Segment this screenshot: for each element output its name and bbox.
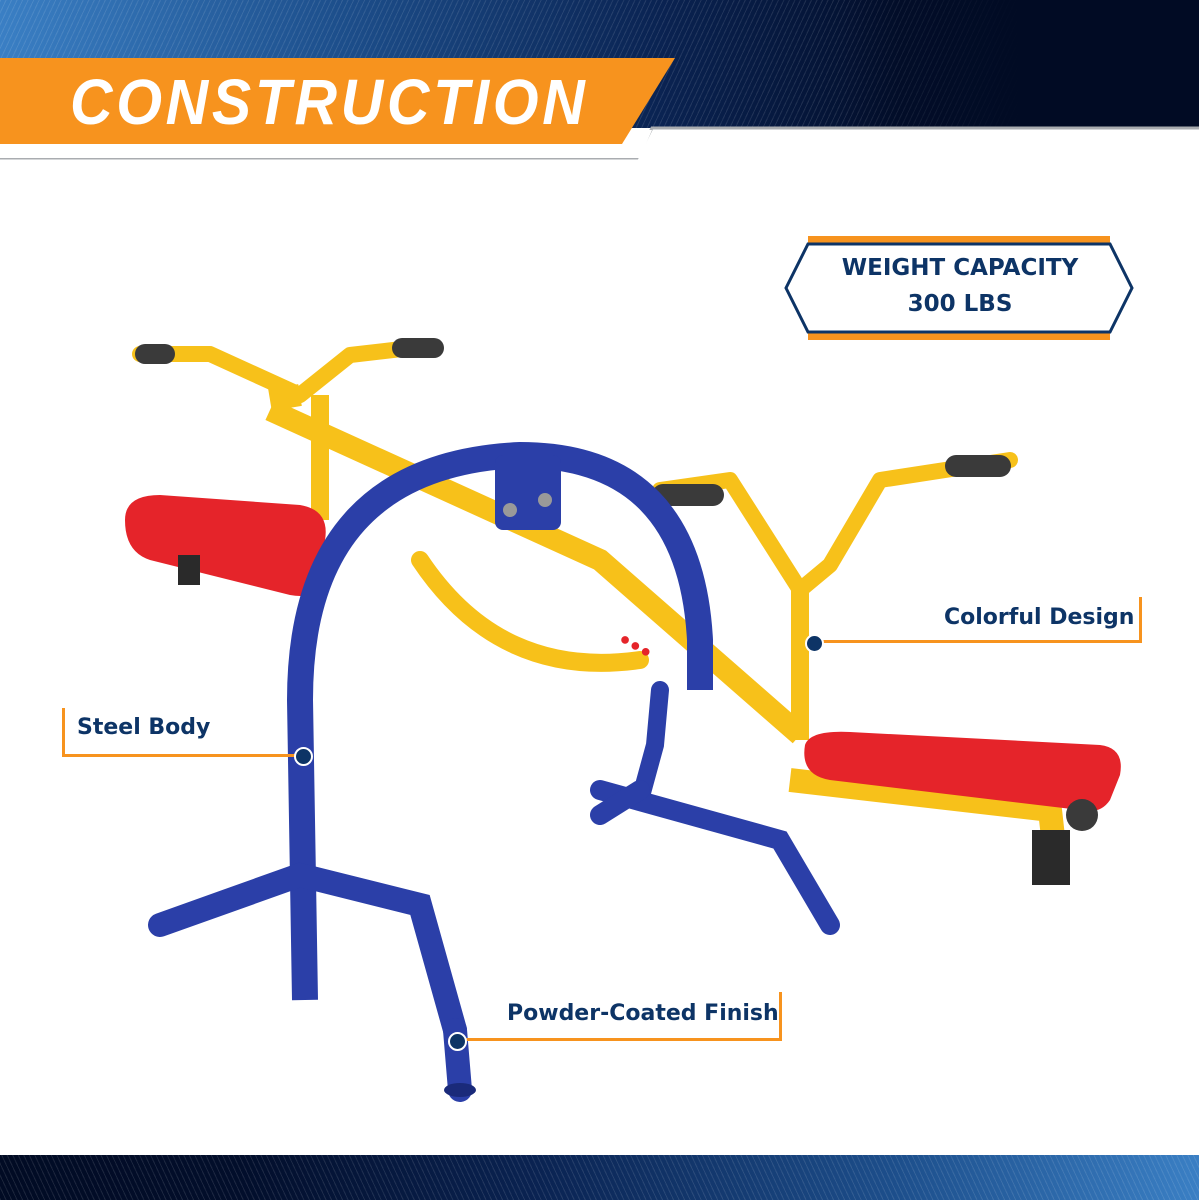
callout-line — [62, 754, 302, 757]
callout-line-vertical — [1139, 597, 1142, 643]
beam-support-arc — [411, 551, 649, 672]
page-title: CONSTRUCTION — [70, 66, 589, 138]
pivot-bracket — [495, 455, 561, 530]
weight-capacity-badge — [784, 236, 1134, 340]
callout-label: Colorful Design — [944, 605, 1135, 630]
callout-colorful-design: Colorful Design — [805, 597, 1142, 653]
beam — [265, 399, 808, 744]
left-seat — [125, 495, 326, 596]
callout-steel-body: Steel Body — [62, 705, 313, 766]
frame-right-leg — [590, 681, 840, 935]
callout-label: Powder-Coated Finish — [507, 1001, 779, 1026]
callout-line — [812, 640, 1142, 643]
weight-capacity-text: WEIGHT CAPACITY 300 LBS — [790, 250, 1130, 322]
callout-label: Steel Body — [77, 715, 211, 740]
weight-capacity-label: WEIGHT CAPACITY — [841, 255, 1079, 281]
weight-capacity-value: 300 LBS — [907, 291, 1013, 317]
callout-powder-coated-finish: Powder-Coated Finish — [448, 990, 782, 1051]
left-grip-2 — [392, 338, 444, 358]
title-banner — [0, 58, 675, 144]
footer-band — [0, 1155, 1199, 1200]
callout-dot — [805, 634, 824, 653]
right-grip-1 — [652, 484, 724, 506]
callout-line-vertical — [62, 708, 65, 757]
right-grip-2 — [945, 455, 1011, 477]
callout-dot — [294, 747, 313, 766]
left-grip-1 — [135, 344, 175, 364]
left-seat-assembly — [125, 338, 444, 596]
callout-dot — [448, 1032, 467, 1051]
frame-hoop — [286, 441, 713, 1001]
callout-line-vertical — [779, 992, 782, 1041]
right-seat-assembly — [652, 452, 1121, 885]
callout-line — [460, 1038, 782, 1041]
right-seat — [804, 731, 1121, 812]
